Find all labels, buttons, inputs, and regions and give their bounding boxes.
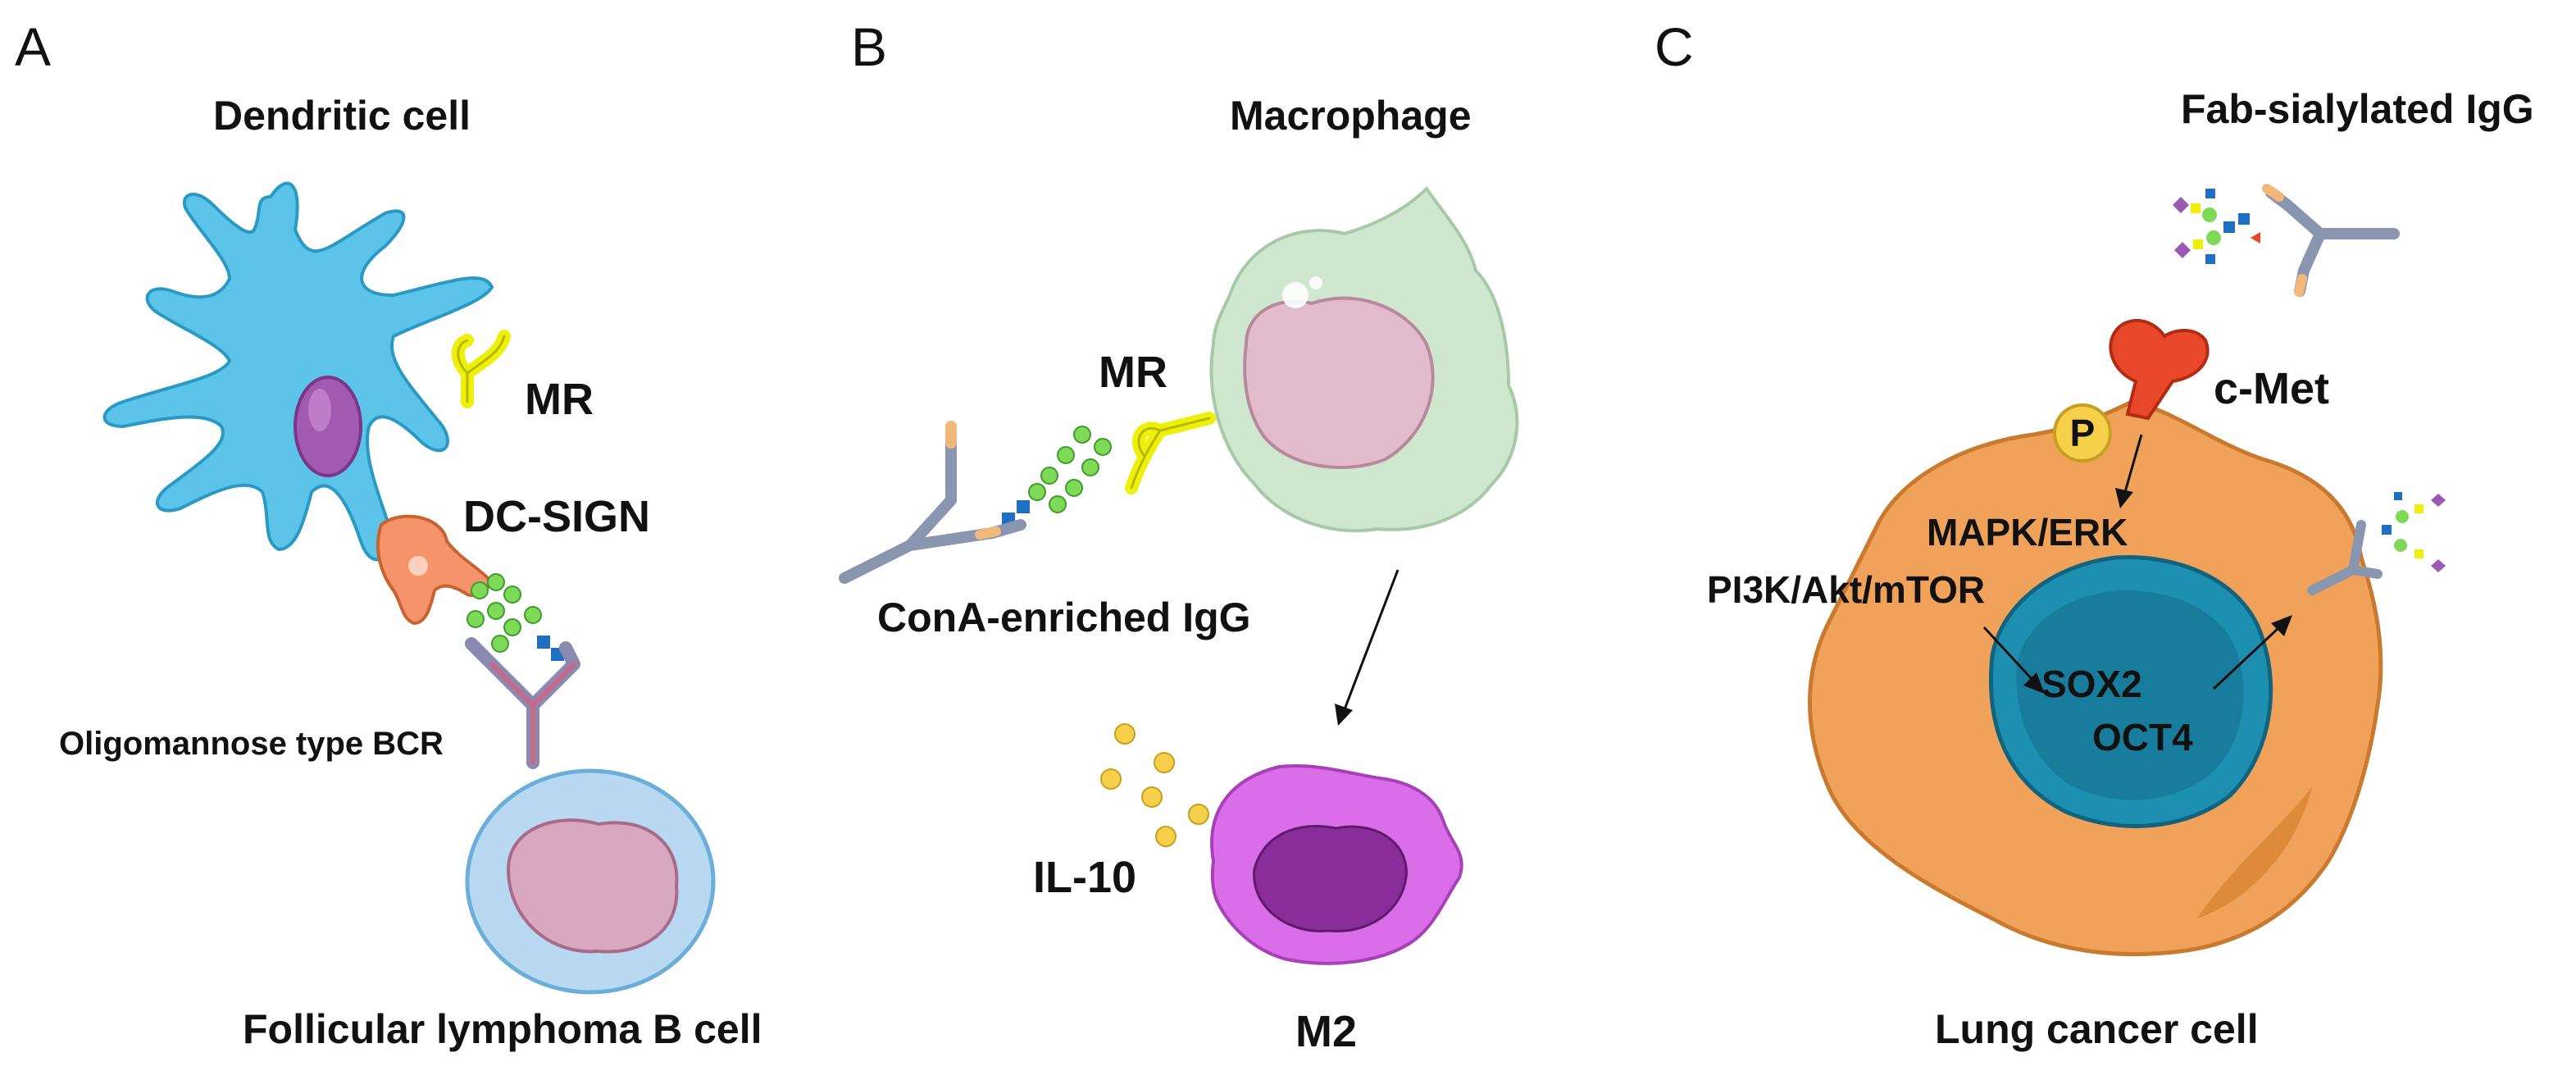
glycan-chain-b (1002, 426, 1112, 526)
lung-cancer-cell-title: Lung cancer cell (1935, 1006, 2259, 1052)
panel-c-letter: C (1654, 16, 1694, 77)
dendritic-cell-body (102, 181, 494, 562)
mannose-dot (471, 581, 489, 599)
mannose-dot (503, 586, 521, 604)
mr-receptor-b (1125, 412, 1216, 494)
mr-label-b: MR (1099, 348, 1167, 397)
cona-igg-antibody (839, 421, 1026, 584)
surface-glycan (2382, 492, 2446, 572)
il10-dot (1114, 723, 1136, 745)
m2-nucleus (1253, 824, 1408, 933)
mannose-dot (487, 602, 505, 620)
mr-receptor-a (451, 330, 511, 408)
macrophage-title: Macrophage (1230, 93, 1472, 139)
il10-molecules (1100, 723, 1209, 847)
panel-a: A Dendritic cell MR DC-SIGN (15, 16, 762, 1052)
fab-sialylated-igg-title: Fab-sialylated IgG (2181, 86, 2534, 132)
macrophage-highlight (1309, 276, 1322, 289)
macrophage-highlight (1282, 282, 1308, 308)
il10-dot (1141, 786, 1163, 808)
signal-arrow-3 (2212, 615, 2292, 690)
mannose-dot (524, 606, 542, 624)
b-cell (465, 768, 716, 995)
il10-dot (1154, 752, 1175, 773)
panel-c: C Fab-sialylated IgG (1654, 16, 2534, 1052)
signal-arrow-2 (1982, 626, 2045, 694)
il10-dot (1188, 804, 1209, 825)
c-met-receptor (2109, 319, 2210, 421)
il10-dot (1155, 826, 1176, 847)
cona-igg-label: ConA-enriched IgG (877, 595, 1251, 640)
sox2-label: SOX2 (2041, 663, 2142, 705)
il10-dot (1100, 768, 1122, 790)
panel-b: B Macrophage MR (839, 16, 1519, 1056)
dc-sign-label: DC-SIGN (463, 492, 650, 541)
mannose-dot (491, 635, 509, 653)
panel-a-letter: A (15, 16, 51, 77)
phosphate-label: P (2070, 412, 2096, 454)
mannose-dot (1028, 483, 1046, 501)
phosphate-badge: P (2053, 403, 2112, 462)
m2-label: M2 (1295, 1007, 1357, 1056)
dendritic-cell-nucleus (294, 376, 362, 477)
c-met-label: c-Met (2214, 364, 2329, 413)
lung-cancer-cell (1808, 399, 2383, 957)
dendritic-cell-title: Dendritic cell (213, 93, 471, 139)
mannose-dot (503, 618, 521, 636)
dendritic-cell (102, 181, 494, 562)
oligomannose-bcr-label: Oligomannose type BCR (59, 726, 444, 762)
m2-macrophage (1210, 764, 1463, 965)
mannose-dot (1094, 438, 1112, 456)
surface-igg (2307, 492, 2446, 595)
fab-sialylated-igg-top (2173, 184, 2400, 297)
mannose-dot (1057, 446, 1075, 464)
cancer-cell-shading (2197, 787, 2312, 918)
sialylated-glycan (2173, 189, 2260, 264)
macrophage (1209, 185, 1519, 533)
glcnac-square (537, 636, 550, 649)
signal-arrow-1 (2115, 434, 2143, 508)
cancer-cell-nucleus-inner (2016, 590, 2244, 800)
polarization-arrow (1335, 569, 1400, 726)
mannose-dot (1049, 495, 1067, 513)
mannose-dot (1065, 479, 1083, 497)
b-cell-nucleus (506, 818, 679, 954)
mannose-dot (1073, 426, 1091, 444)
mannose-dot (1040, 467, 1058, 485)
mannose-dot (487, 573, 505, 591)
mannose-dot (467, 610, 485, 628)
pi3k-akt-mtor-label: PI3K/Akt/mTOR (1707, 568, 1985, 611)
oct4-label: OCT4 (2092, 716, 2193, 759)
mannose-dot (1081, 458, 1099, 476)
il10-label: IL-10 (1033, 853, 1136, 902)
dc-sign-receptor (375, 514, 490, 626)
b-cell-title: Follicular lymphoma B cell (243, 1006, 762, 1052)
macrophage-nucleus (1243, 296, 1435, 469)
panel-b-letter: B (851, 16, 887, 77)
mr-label-a: MR (525, 375, 594, 424)
dendritic-cell-highlight (308, 389, 331, 431)
glcnac-square (1017, 500, 1030, 513)
mapk-erk-label: MAPK/ERK (1927, 511, 2128, 554)
glycan-chain-a (467, 573, 564, 661)
bcr-antibody (465, 637, 580, 769)
